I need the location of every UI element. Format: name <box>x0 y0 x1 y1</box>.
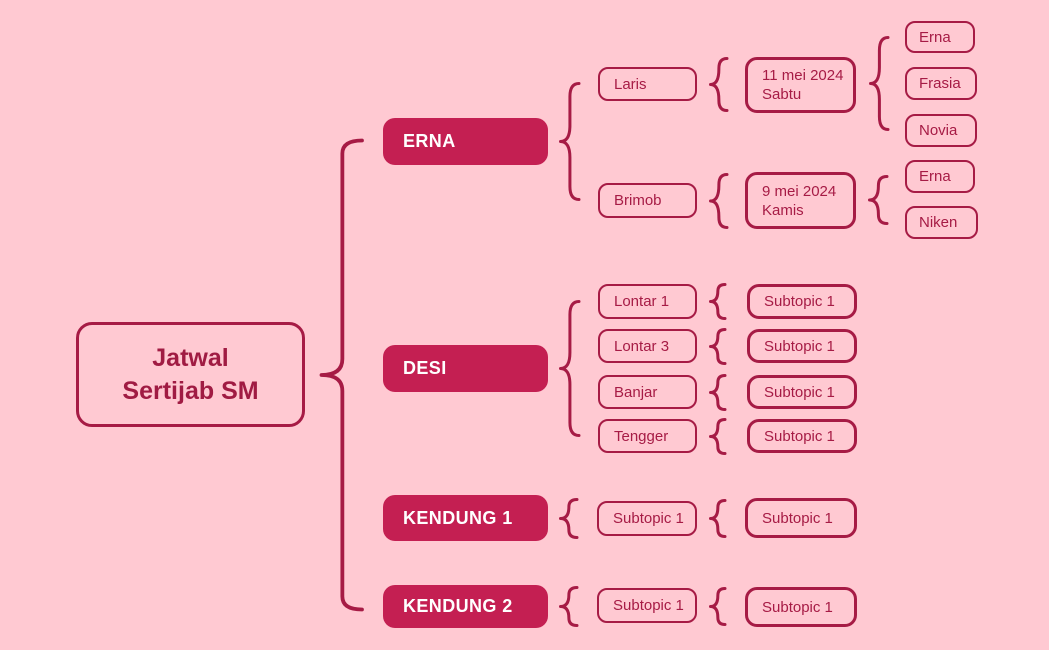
node-date-9-mei-2024[interactable]: 9 mei 2024 Kamis <box>745 172 856 229</box>
brace-kendung-2-a <box>559 586 579 627</box>
node-subtopic-lontar-1[interactable]: Subtopic 1 <box>747 284 857 319</box>
branch-node-kendung-2[interactable]: KENDUNG 2 <box>383 585 548 628</box>
node-tengger[interactable]: Tengger <box>598 419 697 453</box>
node-subtopic-kendung-1-b[interactable]: Subtopic 1 <box>745 498 857 538</box>
node-label: Lontar 1 <box>614 293 670 310</box>
node-label: Subtopic 1 <box>764 293 835 310</box>
brace-kendung-1-b <box>709 499 727 538</box>
node-label: Subtopic 1 <box>764 427 835 445</box>
brace-brimob <box>709 173 729 229</box>
branch-label: KENDUNG 1 <box>403 507 513 528</box>
node-label: Subtopic 1 <box>613 510 684 527</box>
date-line2: Kamis <box>762 201 804 219</box>
root-label-line1: Jatwal <box>152 343 229 372</box>
branch-node-kendung-1[interactable]: KENDUNG 1 <box>383 495 548 541</box>
brace-lontar-3 <box>709 328 727 365</box>
brace-root <box>319 138 364 612</box>
brace-date-sabtu <box>869 36 890 131</box>
node-label: Brimob <box>614 192 662 209</box>
node-niken[interactable]: Niken <box>905 206 978 239</box>
node-laris[interactable]: Laris <box>598 67 697 101</box>
node-brimob[interactable]: Brimob <box>598 183 697 218</box>
brace-laris <box>709 57 729 112</box>
brace-tengger <box>709 418 727 455</box>
node-label: Subtopic 1 <box>764 337 835 355</box>
node-label: Erna <box>919 168 951 185</box>
node-label: Lontar 3 <box>614 337 670 355</box>
node-banjar[interactable]: Banjar <box>598 375 697 409</box>
node-erna-leaf-1[interactable]: Erna <box>905 21 975 53</box>
branch-node-erna[interactable]: ERNA <box>383 118 548 165</box>
node-label: Novia <box>919 122 958 139</box>
root-node-jatwal-sertijab[interactable]: Jatwal Sertijab SM <box>76 322 305 427</box>
brace-kendung-2-b <box>709 587 727 626</box>
node-label: Subtopic 1 <box>762 598 833 616</box>
node-frasia[interactable]: Frasia <box>905 67 977 100</box>
node-label: Niken <box>919 214 958 231</box>
branch-node-desi[interactable]: DESI <box>383 345 548 392</box>
node-label: Laris <box>614 75 647 93</box>
branch-label: KENDUNG 2 <box>403 596 513 616</box>
brace-date-kamis <box>868 175 889 225</box>
node-subtopic-kendung-2-a[interactable]: Subtopic 1 <box>597 588 697 623</box>
brace-banjar <box>709 374 727 411</box>
node-erna-leaf-2[interactable]: Erna <box>905 160 975 193</box>
node-lontar-1[interactable]: Lontar 1 <box>598 284 697 319</box>
brace-kendung-1-a <box>559 498 579 539</box>
node-date-11-mei-2024[interactable]: 11 mei 2024 Sabtu <box>745 57 856 113</box>
brace-lontar-1 <box>709 283 727 320</box>
brace-erna <box>559 82 581 201</box>
node-subtopic-banjar[interactable]: Subtopic 1 <box>747 375 857 409</box>
node-novia[interactable]: Novia <box>905 114 977 147</box>
node-subtopic-kendung-2-b[interactable]: Subtopic 1 <box>745 587 857 627</box>
node-label: Banjar <box>614 383 658 401</box>
root-label-line2: Sertijab SM <box>122 376 259 405</box>
branch-label: DESI <box>403 358 447 378</box>
node-subtopic-tengger[interactable]: Subtopic 1 <box>747 419 857 453</box>
date-line1: 11 mei 2024 <box>762 67 844 84</box>
node-label: Tengger <box>614 427 669 445</box>
brace-desi <box>559 300 581 437</box>
node-label: Subtopic 1 <box>613 597 684 614</box>
node-subtopic-kendung-1-a[interactable]: Subtopic 1 <box>597 501 697 536</box>
node-label: Erna <box>919 28 951 46</box>
node-lontar-3[interactable]: Lontar 3 <box>598 329 697 363</box>
node-label: Subtopic 1 <box>762 509 833 527</box>
date-line1: 9 mei 2024 <box>762 182 837 200</box>
node-label: Frasia <box>919 75 961 92</box>
date-line2: Sabtu <box>762 86 802 103</box>
branch-label: ERNA <box>403 131 456 151</box>
node-subtopic-lontar-3[interactable]: Subtopic 1 <box>747 329 857 363</box>
node-label: Subtopic 1 <box>764 383 835 401</box>
